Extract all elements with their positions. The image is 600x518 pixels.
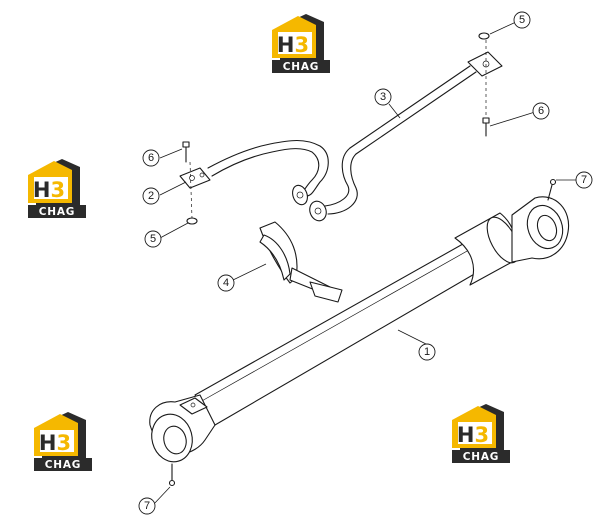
callout-label: 4: [223, 277, 229, 289]
logo-left: H3 CHAG: [28, 159, 86, 218]
callout-7-head-end: 7: [575, 171, 593, 189]
callout-label: 6: [148, 152, 154, 164]
callout-2: 2: [142, 187, 160, 205]
pipe-part: [309, 51, 503, 222]
callout-label: 7: [581, 174, 587, 186]
pipe-flange-part: [179, 32, 490, 225]
logo-bottom-left: H3 CHAG: [34, 412, 92, 471]
callout-label: 7: [144, 500, 150, 512]
callout-6-left: 6: [142, 149, 160, 167]
callout-label: 1: [424, 346, 430, 358]
callout-label: 5: [150, 233, 156, 245]
logo-top-center: H3 CHAG: [272, 14, 330, 73]
callout-5-lower: 5: [144, 230, 162, 248]
callout-1: 1: [418, 343, 436, 361]
logo-bottom-right: H3 CHAG: [452, 404, 510, 463]
leader-lines: [152, 21, 577, 506]
logo-caption: CHAG: [45, 459, 81, 471]
logo-caption: CHAG: [463, 451, 499, 463]
callout-6-right: 6: [532, 102, 550, 120]
callout-4: 4: [217, 274, 235, 292]
cylinder-part: [149, 178, 570, 487]
logo-caption: CHAG: [39, 206, 75, 218]
logo-letters: H3: [457, 423, 489, 447]
callout-label: 6: [538, 105, 544, 117]
callout-label: 2: [148, 190, 154, 202]
clamp-part: [259, 221, 343, 303]
callout-label: 5: [519, 14, 525, 26]
callout-7-rod-end: 7: [138, 497, 156, 515]
callout-5-upper: 5: [513, 11, 531, 29]
callout-label: 3: [380, 91, 386, 103]
logo-letters: H3: [39, 431, 71, 455]
logo-caption: CHAG: [283, 61, 319, 73]
logo-letters: H3: [277, 33, 309, 57]
logo-letters: H3: [33, 178, 65, 202]
callout-3: 3: [374, 88, 392, 106]
